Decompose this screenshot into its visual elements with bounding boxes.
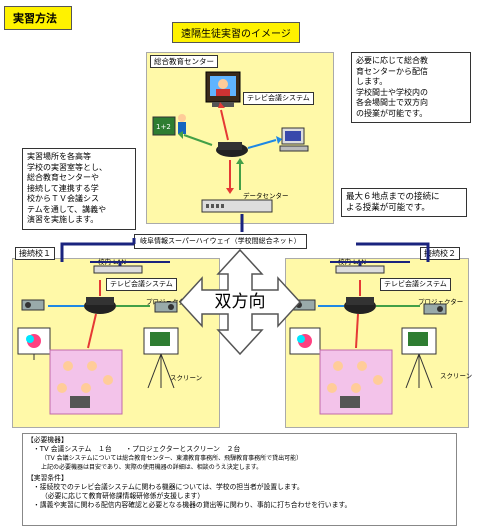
center-pc-icon xyxy=(279,127,309,152)
school2-students-icon xyxy=(319,349,393,415)
center-teacher-icon: 1+2 xyxy=(152,114,186,136)
callout-left: 実習場所を各高等 学校の実習室等とし、 総合教育センターや 接続して連携する学 … xyxy=(22,148,136,230)
school2-tv-system: テレビ会議システム xyxy=(380,278,451,291)
callout-line: 接続して連携する学 xyxy=(27,183,99,193)
school1-tv-unit-icon xyxy=(84,297,116,314)
center-monitor-icon xyxy=(205,71,241,107)
school1-screen-label: スクリーン xyxy=(170,374,203,382)
school1-screen-right-icon xyxy=(143,327,179,389)
equipment-line: 上記の必要機器は目安であり、実際の使用機器の詳細は、相談のうえ決定します。 xyxy=(41,464,263,471)
equipment-heading: 【必要機器】 xyxy=(27,436,68,444)
school1-projector-left-icon xyxy=(21,299,45,311)
callout-line: 実習場所を各高等 xyxy=(27,152,91,161)
center-tv-system-label: テレビ会議システム xyxy=(243,92,314,105)
school1-arrows xyxy=(48,280,150,349)
callout-line: します。 xyxy=(356,77,388,86)
callout-line: 学校間士や学校内の xyxy=(356,87,428,97)
center-tv-unit-icon xyxy=(216,142,248,157)
bidirectional-label: 双方向 xyxy=(206,292,274,312)
school2-label: 接続校２ xyxy=(420,247,460,260)
center-label: 総合教育センター xyxy=(150,55,218,68)
callout-line: 必要に応じて総合教 xyxy=(356,56,428,65)
equipment-line: （TV 会議システムについては総合教育センター、東濃教育事務所、飛騨教育事務所で… xyxy=(41,455,303,462)
school1-projector-right-icon xyxy=(154,301,178,313)
conditions-line: ・講義や実習に関わる配信内容確認と必要となる機器の貸出等に関わり、事前に打ち合わ… xyxy=(33,501,352,509)
school2-arrows xyxy=(318,280,420,349)
data-center-label: データセンター xyxy=(243,192,289,200)
conditions-line: ・接続校でのテレビ会議システムに関わる機器については、学校の担当者が設置します。 xyxy=(33,483,304,491)
data-center-device-icon xyxy=(201,199,273,213)
callout-line: 演習を実施します。 xyxy=(27,215,99,224)
school2-projector-right-icon xyxy=(423,303,447,315)
callout-line: 最大６地点までの接続に xyxy=(346,192,440,202)
svg-text:1+2: 1+2 xyxy=(156,123,171,131)
school1-students-icon xyxy=(49,349,123,415)
school1-screen-left-icon xyxy=(17,327,51,360)
info-box: 【必要機器】 ・TV 会議システム １台 ・プロジェクターとスクリーン ２台 （… xyxy=(22,433,457,526)
callout-line: 総合教育センターや xyxy=(27,173,99,182)
callout-right: 最大６地点までの接続に よる授業が可能です。 xyxy=(341,188,467,217)
school2-tv-unit-icon xyxy=(344,297,376,314)
conditions-heading: 【実習条件】 xyxy=(27,474,68,482)
callout-line: よる授業が可能です。 xyxy=(346,202,430,213)
school2-screen-label: スクリーン xyxy=(440,372,473,380)
school2-switch-icon xyxy=(335,265,385,274)
callout-line: 校からＴＶ会議シス xyxy=(27,194,99,203)
callout-line: の授業が可能です。 xyxy=(356,108,428,118)
center-arrows xyxy=(178,102,282,194)
school1-label: 接続校１ xyxy=(15,247,55,260)
school2-screen-left-icon xyxy=(289,327,321,355)
network-label: 岐阜情報スーパーハイウェイ（学校間総合ネット） xyxy=(134,234,307,249)
school1-tv-system: テレビ会議システム xyxy=(106,278,177,291)
diagram-title: 遠隔生徒実習のイメージ xyxy=(172,22,300,43)
school2-projector-label: プロジェクター xyxy=(418,298,464,306)
callout-line: 育センターから配信 xyxy=(356,66,428,76)
callout-line: 各会場間士で双方向 xyxy=(356,98,428,107)
conditions-line: （必要に応じて教育研修課情報研修係が支援します） xyxy=(41,492,205,500)
school1-switch-icon xyxy=(93,265,143,274)
school2-screen-right-icon xyxy=(401,327,437,389)
callout-line: テムを通して、講義や xyxy=(27,204,107,214)
callout-top-right: 必要に応じて総合教 育センターから配信 します。 学校間士や学校内の 各会場間士… xyxy=(351,52,471,123)
network-lines xyxy=(60,214,430,270)
callout-line: 学校の実習室等とし、 xyxy=(27,162,107,172)
equipment-line: ・TV 会議システム １台 ・プロジェクターとスクリーン ２台 xyxy=(33,445,241,453)
section-title: 実習方法 xyxy=(4,6,72,30)
